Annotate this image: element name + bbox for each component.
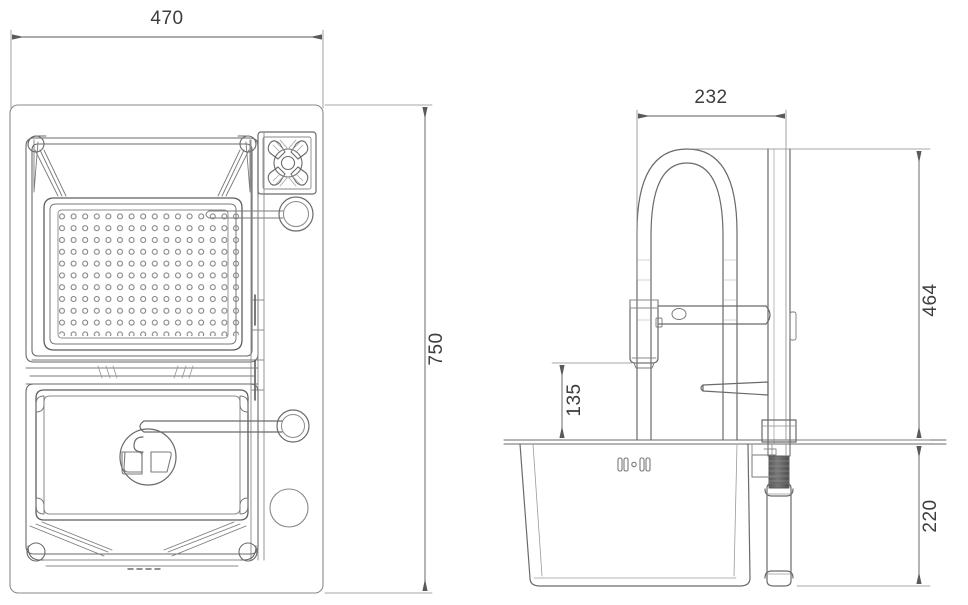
divider-rails bbox=[25, 359, 259, 385]
gooseneck-hose-ribs bbox=[636, 259, 738, 321]
outer-rim bbox=[9, 104, 324, 594]
dimension-750-label: 750 bbox=[426, 332, 447, 365]
counterweight bbox=[764, 482, 794, 587]
colander-insert bbox=[43, 197, 243, 351]
dimension-220: 220 bbox=[796, 446, 941, 587]
dimension-470-label: 470 bbox=[150, 8, 183, 29]
tray-support-struts bbox=[27, 135, 257, 197]
dimension-annotations: 470 750 232 464 220 bbox=[10, 8, 941, 594]
bottom-support-struts bbox=[26, 521, 258, 570]
grid-rail bbox=[139, 409, 310, 443]
dimension-220-label: 220 bbox=[920, 499, 941, 532]
mounting-shank bbox=[767, 443, 791, 489]
faucet-lever-handle bbox=[700, 381, 769, 396]
mount-hole bbox=[269, 488, 309, 528]
faucet-base-escutcheon bbox=[761, 419, 797, 443]
dimension-470: 470 bbox=[10, 8, 324, 109]
colander-perforations bbox=[58, 208, 241, 336]
water-inlet-bracket bbox=[751, 443, 777, 478]
dimension-750: 750 bbox=[324, 104, 447, 594]
dimension-135-label: 135 bbox=[564, 383, 585, 416]
spray-connector-tube bbox=[657, 305, 771, 325]
dimension-464-label: 464 bbox=[920, 283, 941, 316]
dimension-464: 464 bbox=[689, 148, 941, 441]
overflow-slot bbox=[617, 457, 651, 472]
plan-view bbox=[9, 104, 324, 594]
faucet-column bbox=[767, 148, 797, 444]
faucet-gooseneck bbox=[636, 148, 738, 441]
elevation-view bbox=[503, 148, 947, 587]
sink-basin bbox=[519, 443, 751, 587]
deck-line bbox=[503, 439, 947, 445]
dimension-232: 232 bbox=[636, 87, 787, 441]
dimension-135: 135 bbox=[551, 362, 633, 438]
spray-head bbox=[629, 299, 663, 369]
drain-strainer bbox=[119, 428, 177, 486]
dimension-232-label: 232 bbox=[694, 87, 727, 108]
upper-mount-hole bbox=[205, 196, 314, 232]
cross-valve bbox=[257, 131, 317, 195]
